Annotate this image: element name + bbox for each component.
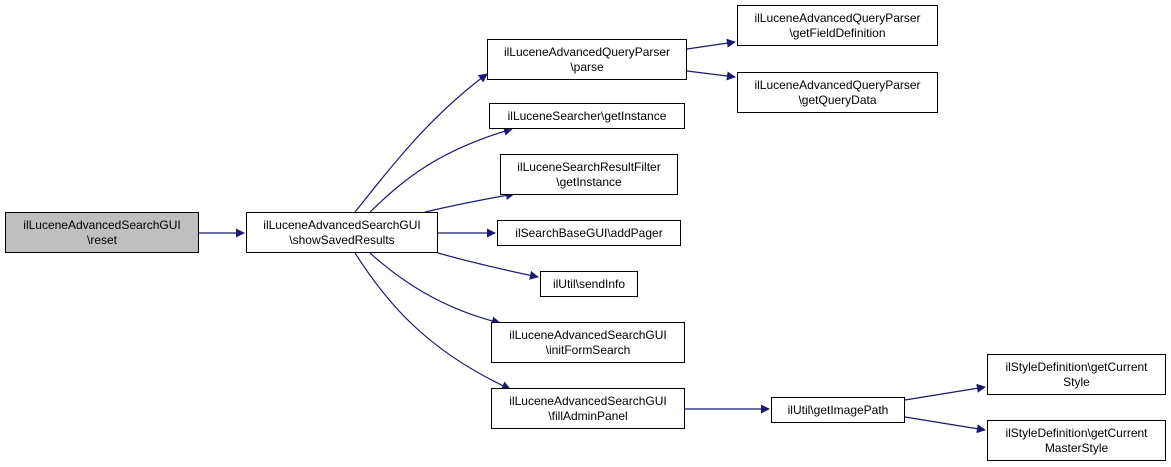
node-label-line: \fillAdminPanel xyxy=(548,408,628,423)
edge-imagePath-to-curMaster xyxy=(904,416,986,434)
node-fillAdmin[interactable]: ilLuceneAdvancedSearchGUI\fillAdminPanel xyxy=(491,388,685,429)
node-label-line: ilLuceneSearcher\getInstance xyxy=(507,108,667,123)
node-pager[interactable]: ilSearchBaseGUI\addPager xyxy=(497,220,681,246)
node-label-line: Style xyxy=(1063,374,1090,389)
node-label-line: ilStyleDefinition\getCurrent xyxy=(1005,359,1148,374)
edge-show-to-searcher xyxy=(369,126,513,213)
node-getField[interactable]: ilLuceneAdvancedQueryParser\getFieldDefi… xyxy=(737,5,938,46)
node-label-line: \reset xyxy=(86,232,117,247)
node-label-line: ilLuceneAdvancedSearchGUI xyxy=(23,217,181,232)
node-label-line: ilLuceneAdvancedSearchGUI xyxy=(509,327,667,342)
edge-show-to-initForm xyxy=(369,252,501,326)
node-label-line: \getQueryData xyxy=(798,92,877,107)
node-label-line: ilLuceneSearchResultFilter xyxy=(517,159,661,174)
node-label-line: ilLuceneAdvancedSearchGUI xyxy=(263,217,421,232)
node-label-line: \showSavedResults xyxy=(289,232,395,247)
edge-parse-to-getQuery xyxy=(686,70,736,81)
edge-imagePath-to-curStyle xyxy=(904,383,986,401)
node-label-line: \initFormSearch xyxy=(545,342,631,357)
node-show[interactable]: ilLuceneAdvancedSearchGUI\showSavedResul… xyxy=(246,212,438,253)
node-searcher[interactable]: ilLuceneSearcher\getInstance xyxy=(489,103,685,129)
node-imagePath[interactable]: ilUtil\getImagePath xyxy=(771,397,905,423)
node-label-line: ilLuceneAdvancedQueryParser xyxy=(754,77,921,92)
node-label-line: MasterStyle xyxy=(1044,440,1109,455)
edges xyxy=(199,38,986,434)
edge-show-to-parse xyxy=(354,73,488,213)
node-label-line: ilUtil\sendInfo xyxy=(552,276,626,291)
node-label-line: ilLuceneAdvancedQueryParser xyxy=(503,44,671,59)
edge-show-to-sendInfo xyxy=(437,252,539,280)
node-getQuery[interactable]: ilLuceneAdvancedQueryParser\getQueryData xyxy=(737,72,938,113)
edge-parse-to-getField xyxy=(686,38,736,50)
edge-show-to-filter xyxy=(424,190,515,213)
node-parse[interactable]: ilLuceneAdvancedQueryParser\parse xyxy=(487,39,687,80)
node-label-line: \getInstance xyxy=(556,174,622,189)
node-initForm[interactable]: ilLuceneAdvancedSearchGUI\initFormSearch xyxy=(491,322,685,363)
node-label-line: ilUtil\getImagePath xyxy=(787,402,889,417)
node-label-line: ilStyleDefinition\getCurrent xyxy=(1005,425,1148,440)
node-reset[interactable]: ilLuceneAdvancedSearchGUI\reset xyxy=(5,212,199,253)
node-label-line: ilLuceneAdvancedQueryParser xyxy=(754,10,921,25)
node-label-line: \parse xyxy=(570,59,604,74)
node-filter[interactable]: ilLuceneSearchResultFilter\getInstance xyxy=(500,154,678,195)
node-sendInfo[interactable]: ilUtil\sendInfo xyxy=(540,271,638,297)
node-label-line: \getFieldDefinition xyxy=(789,25,886,40)
edge-show-to-fillAdmin xyxy=(354,252,511,390)
node-label-line: ilSearchBaseGUI\addPager xyxy=(515,225,663,240)
node-label-line: ilLuceneAdvancedSearchGUI xyxy=(509,393,667,408)
